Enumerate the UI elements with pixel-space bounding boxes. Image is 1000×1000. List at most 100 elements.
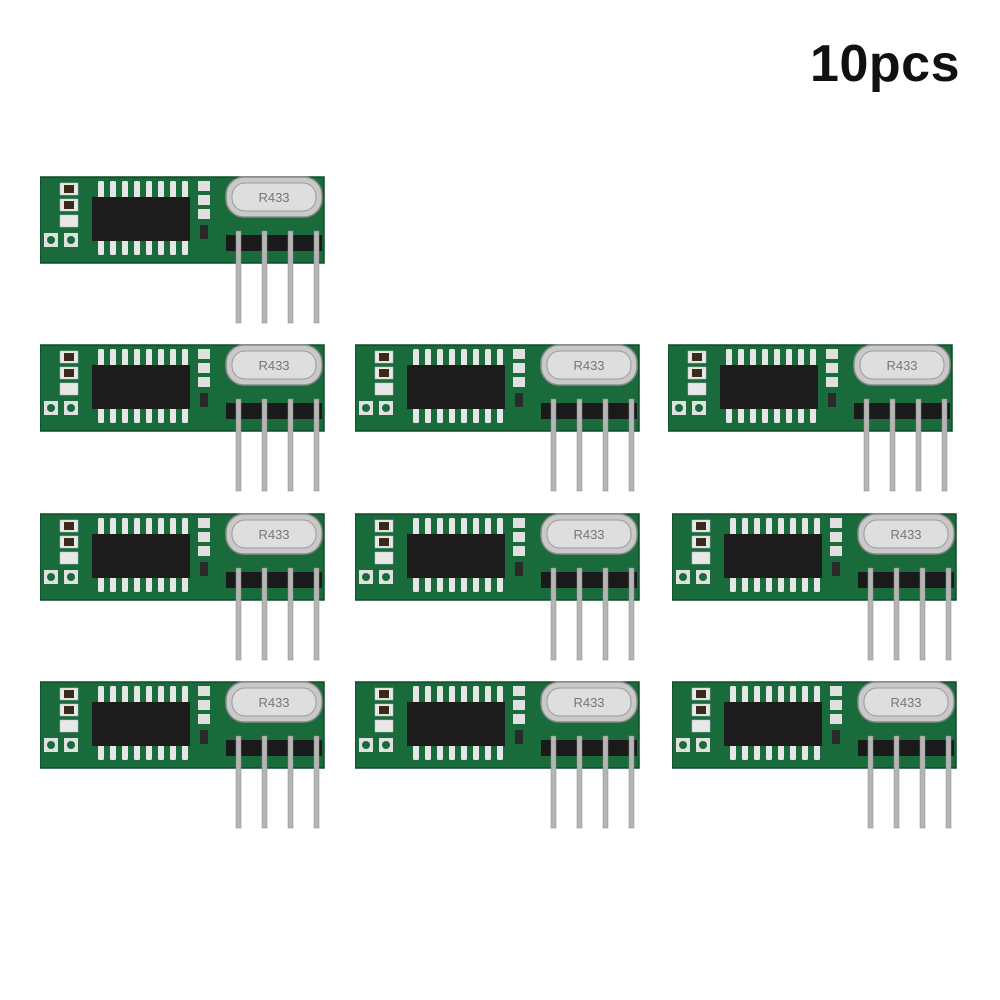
via-hole (47, 573, 55, 581)
rf-module: R433 (40, 512, 340, 662)
crystal-top (546, 519, 632, 549)
pin-header (858, 572, 954, 588)
via-hole (362, 573, 370, 581)
ic-pin (461, 576, 467, 592)
header-pin (287, 230, 294, 324)
rf-module-image: R433 (355, 344, 640, 492)
ic-pin (134, 576, 140, 592)
ic-pin (158, 576, 164, 592)
ic-pin (158, 686, 164, 704)
smd-component (515, 730, 523, 744)
pin-header (226, 740, 322, 756)
ic-pin (413, 349, 419, 367)
ic-pin (449, 349, 455, 367)
ic-pin (449, 407, 455, 423)
smd-component (513, 686, 525, 696)
smd-component (830, 700, 842, 710)
header-pin (261, 567, 268, 661)
header-pin (550, 567, 557, 661)
header-pin (287, 398, 294, 492)
smd-pad (374, 551, 394, 565)
header-pin (576, 735, 583, 829)
ic-pin (146, 518, 152, 536)
header-pin (261, 735, 268, 829)
ic-pin (122, 744, 128, 760)
ic-pin (182, 744, 188, 760)
smd-component (64, 201, 74, 209)
ic-pin (778, 576, 784, 592)
rf-module: R433 (672, 680, 972, 830)
rf-module-image: R433 (672, 681, 957, 829)
ic-pin (425, 349, 431, 367)
ic-chip (724, 702, 822, 746)
rf-module: R433 (40, 680, 340, 830)
ic-pin (774, 349, 780, 367)
rf-module: R433 (355, 680, 655, 830)
ic-pin (774, 407, 780, 423)
via-hole (382, 404, 390, 412)
header-pin (576, 398, 583, 492)
ic-pin (182, 181, 188, 199)
smd-component (830, 714, 842, 724)
ic-pin (110, 239, 116, 255)
via-hole (675, 404, 683, 412)
ic-pin (730, 744, 736, 760)
crystal-marking: R433 (258, 695, 289, 710)
crystal-top (231, 182, 317, 212)
ic-pin (742, 518, 748, 536)
ic-pin (778, 744, 784, 760)
ic-pin (802, 576, 808, 592)
via-hole (382, 573, 390, 581)
ic-pin (497, 349, 503, 367)
ic-pin (754, 518, 760, 536)
via-hole (47, 236, 55, 244)
smd-component (379, 522, 389, 530)
smd-component (379, 369, 389, 377)
ic-pin (766, 744, 772, 760)
ic-pin (485, 349, 491, 367)
ic-pin (170, 181, 176, 199)
crystal-marking: R433 (258, 190, 289, 205)
ic-pin (497, 686, 503, 704)
ic-pin (449, 744, 455, 760)
smd-component (198, 546, 210, 556)
header-pin (313, 230, 320, 324)
rf-module-image: R433 (40, 176, 325, 324)
header-pin (628, 398, 635, 492)
header-pin (919, 735, 926, 829)
ic-pin (110, 744, 116, 760)
ic-pin (134, 518, 140, 536)
ic-chip (92, 702, 190, 746)
crystal-top (231, 519, 317, 549)
ic-pin (461, 518, 467, 536)
ic-pin (122, 349, 128, 367)
ic-pin (730, 518, 736, 536)
smd-component (513, 518, 525, 528)
ic-pin (738, 407, 744, 423)
ic-pin (437, 686, 443, 704)
smd-component (513, 349, 525, 359)
pin-header (226, 572, 322, 588)
ic-pin (158, 239, 164, 255)
smd-component (200, 393, 208, 407)
ic-pin (497, 744, 503, 760)
ic-pin (449, 686, 455, 704)
ic-pin (425, 686, 431, 704)
ic-pin (110, 686, 116, 704)
smd-component (379, 690, 389, 698)
ic-pin (134, 181, 140, 199)
ic-pin (726, 407, 732, 423)
via-hole (362, 741, 370, 749)
header-pin (287, 735, 294, 829)
ic-pin (110, 349, 116, 367)
smd-component (513, 532, 525, 542)
ic-pin (170, 239, 176, 255)
ic-pin (98, 686, 104, 704)
pin-header (541, 572, 637, 588)
ic-pin (485, 407, 491, 423)
pin-header (541, 403, 637, 419)
ic-pin (158, 181, 164, 199)
smd-component (832, 562, 840, 576)
smd-component (826, 377, 838, 387)
ic-pin (766, 686, 772, 704)
